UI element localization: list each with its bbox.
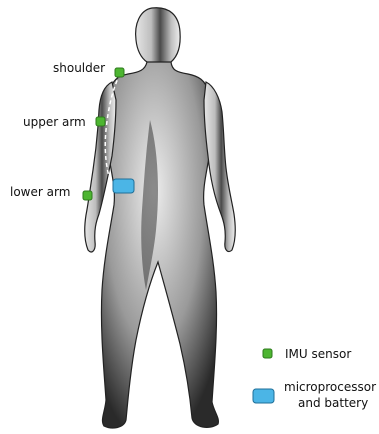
legend-microprocessor-icon [253,389,274,403]
imu-sensor-upper-arm [96,117,105,126]
imu-sensor-lower-arm [83,191,92,200]
legend-imu-icon [263,349,272,358]
label-lower-arm: lower arm [10,185,70,199]
human-figure [85,8,236,428]
right-arm [204,82,235,252]
microprocessor-box [113,179,134,193]
torso-and-legs [101,62,218,428]
legend: IMU sensor microprocessor and battery [253,347,376,410]
legend-imu-label: IMU sensor [285,347,351,361]
imu-sensor-shoulder [115,68,124,77]
legend-microprocessor-label-line2: and battery [298,396,368,410]
legend-microprocessor-label-line1: microprocessor [284,380,376,394]
label-upper-arm: upper arm [23,115,86,129]
label-shoulder: shoulder [53,61,105,75]
